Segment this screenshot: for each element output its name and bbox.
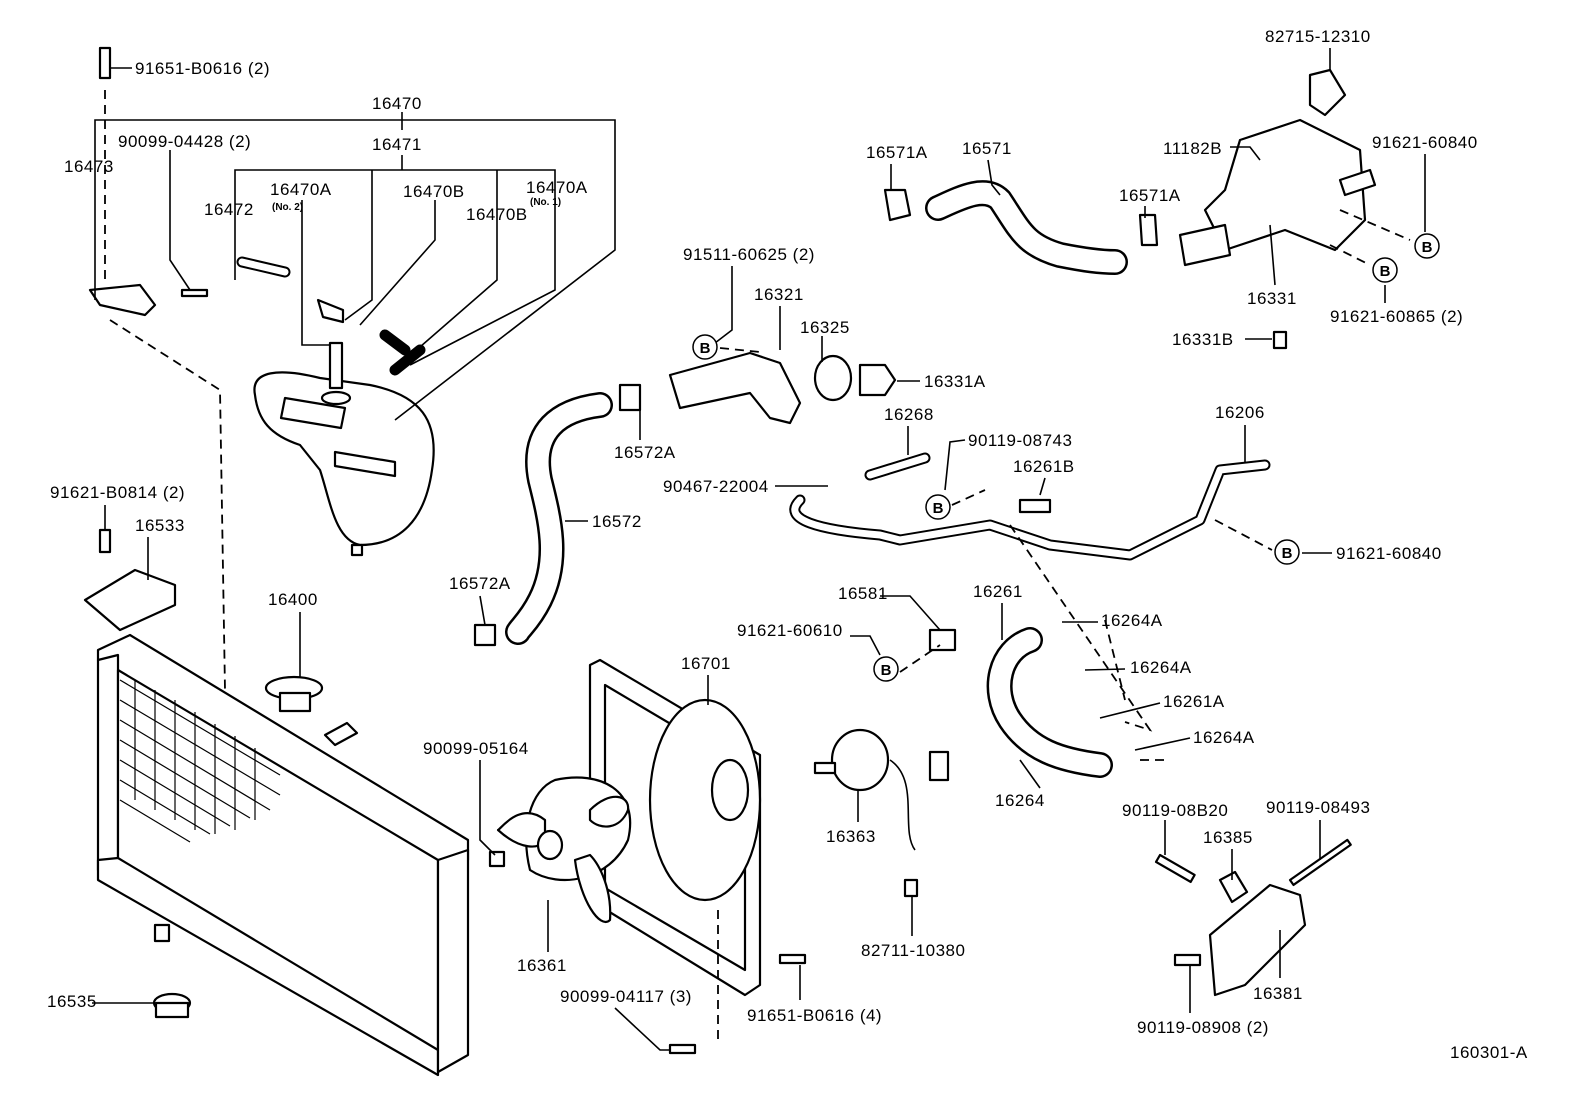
part-label: 91621-60610 (737, 621, 843, 640)
part-label: 90119-08743 (968, 431, 1072, 450)
ref-marker-b: B B B B B B (692, 233, 1440, 682)
part-label: 16581 (838, 584, 888, 603)
part-label: 91621-60840 (1372, 133, 1478, 152)
part-label: 16264A (1193, 728, 1255, 747)
part-label: 90099-04428 (2) (118, 132, 251, 151)
brackets-and-fasteners (83, 46, 1352, 1055)
part-label: 16321 (754, 285, 804, 304)
part-label: 16261A (1163, 692, 1225, 711)
diagram-code: 160301-A (1450, 1043, 1528, 1062)
part-label: 91621-B0814 (2) (50, 483, 185, 502)
part-label: 16572A (449, 574, 511, 593)
part-label: 16571 (962, 139, 1012, 158)
part-label: 91651-B0616 (2) (135, 59, 270, 78)
part-label: 91511-60625 (2) (683, 245, 815, 264)
svg-text:B: B (1282, 545, 1293, 562)
svg-text:B: B (933, 500, 944, 517)
part-label: 16331A (924, 372, 986, 391)
svg-text:B: B (1380, 263, 1391, 280)
part-label: 16470 (372, 94, 422, 113)
part-label: 16400 (268, 590, 318, 609)
part-note: (No. 1) (530, 197, 561, 208)
part-label: 16470A (270, 180, 332, 199)
part-label: 16572A (614, 443, 676, 462)
part-label: 16470B (403, 182, 465, 201)
reservoir-tank (253, 341, 435, 557)
part-label: 16381 (1253, 984, 1303, 1003)
part-label: 16264A (1130, 658, 1192, 677)
part-label: 90099-05164 (423, 739, 529, 758)
part-label: 16571A (866, 143, 928, 162)
part-label: 16701 (681, 654, 731, 673)
fan-blades (496, 776, 632, 923)
part-label: 16572 (592, 512, 642, 531)
part-label: 11182B (1163, 139, 1222, 158)
part-label: 90119-08493 (1266, 798, 1370, 817)
part-label: 16472 (204, 200, 254, 219)
part-label: 90467-22004 (663, 477, 769, 496)
leader-lines (92, 48, 1426, 1051)
part-label: 16471 (372, 135, 422, 154)
part-label: 16363 (826, 827, 876, 846)
part-label: 16361 (517, 956, 567, 975)
part-label: 16331 (1247, 289, 1297, 308)
part-note: (No. 2) (272, 202, 303, 213)
part-label: 16261B (1013, 457, 1075, 476)
part-label: 16206 (1215, 403, 1265, 422)
part-label: 16325 (800, 318, 850, 337)
part-label: 16331B (1172, 330, 1234, 349)
part-label: 16261 (973, 582, 1023, 601)
part-label: 16264 (995, 791, 1045, 810)
svg-text:B: B (700, 340, 711, 357)
part-label: 82711-10380 (861, 941, 965, 960)
part-label: 91621-60840 (1336, 544, 1442, 563)
part-label: 16264A (1101, 611, 1163, 630)
part-label: 16385 (1203, 828, 1253, 847)
part-label: 91651-B0616 (4) (747, 1006, 882, 1025)
part-label: 16535 (47, 992, 97, 1011)
part-label: 16533 (135, 516, 185, 535)
part-label: 90119-08B20 (1122, 801, 1228, 820)
svg-text:B: B (1422, 239, 1433, 256)
part-label: 16473 (64, 157, 114, 176)
part-label: 90119-08908 (2) (1137, 1018, 1269, 1037)
svg-text:B: B (881, 662, 892, 679)
part-label: 16571A (1119, 186, 1181, 205)
radiator (96, 633, 470, 1077)
part-label: 91621-60865 (2) (1330, 307, 1463, 326)
part-label: 82715-12310 (1265, 27, 1371, 46)
part-label: 16268 (884, 405, 934, 424)
part-label: 16470A (526, 178, 588, 197)
water-inlet-outlet (668, 68, 1377, 425)
fan-motor (813, 728, 950, 851)
part-label: 90099-04117 (3) (560, 987, 692, 1006)
part-labels: 91651-B0616 (2) 16470 90099-04428 (2) 16… (47, 27, 1528, 1062)
hoses (505, 180, 1271, 778)
part-label: 16470B (466, 205, 528, 224)
